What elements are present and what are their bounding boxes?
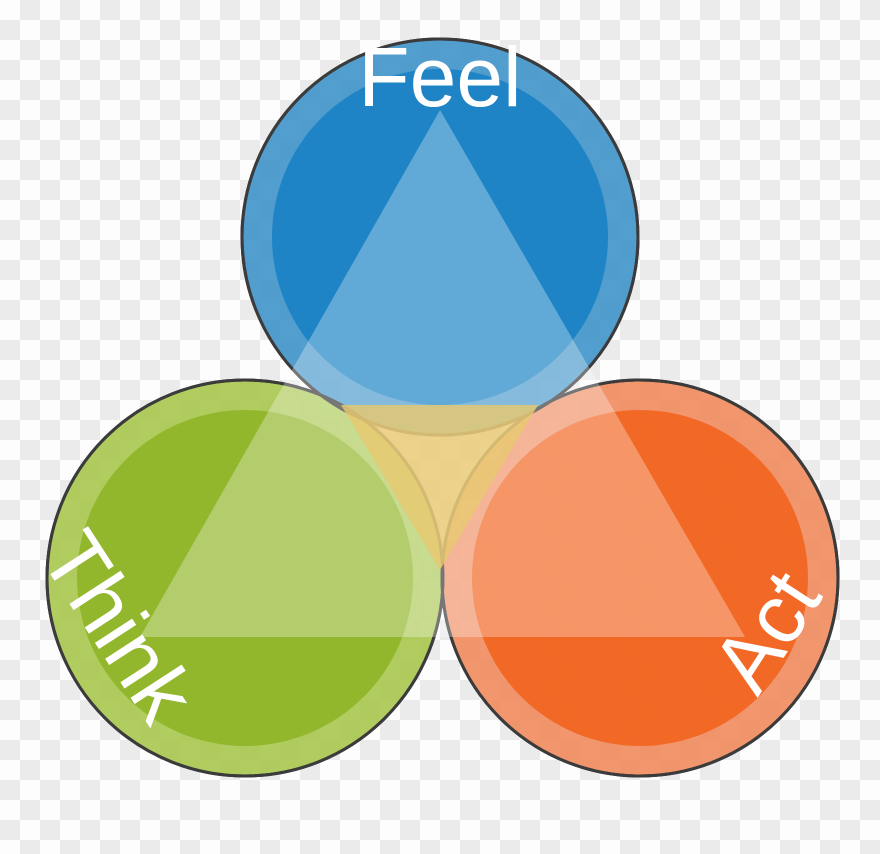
outer-triangle [140, 110, 745, 637]
circle-act-outline [440, 378, 840, 778]
circle-feel-inner [272, 69, 608, 405]
circle-group-inner [77, 69, 808, 746]
circle-think-inner [77, 410, 413, 746]
label-feel: Feel [358, 30, 521, 124]
circle-act-inner [472, 410, 808, 746]
inner-inverted-triangle [341, 405, 538, 570]
